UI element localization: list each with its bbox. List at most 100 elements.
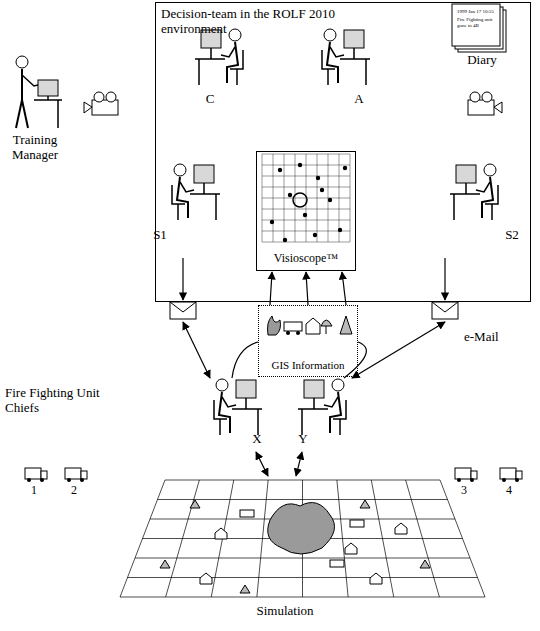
- arm: [324, 397, 338, 407]
- person-label: Training Manager: [2, 133, 68, 163]
- illustration-part: [80, 478, 84, 482]
- unit-number: 2: [68, 484, 80, 498]
- illustration-part: [27, 478, 31, 482]
- gis-arrow: [270, 272, 272, 305]
- icon-label: Diary: [462, 53, 502, 68]
- illustration-part: [106, 92, 116, 102]
- tree-icon: [190, 500, 200, 508]
- illustration-part: [303, 213, 307, 217]
- arm: [222, 397, 236, 407]
- info-box: GIS Information: [258, 305, 358, 377]
- illustration-part: [25, 468, 41, 479]
- illustration-part: [293, 193, 307, 207]
- arm: [476, 182, 490, 192]
- group-label: Fire Fighting Unit Chiefs: [5, 386, 125, 416]
- tree-icon: [160, 560, 170, 568]
- tree-icon: [340, 316, 352, 334]
- grid-line: [262, 209, 350, 210]
- video-camera: [468, 92, 502, 115]
- head: [484, 164, 496, 176]
- grid-line: [165, 480, 440, 481]
- grid-line: [262, 220, 350, 221]
- illustration-part: [515, 478, 519, 482]
- unit-number: 1: [28, 484, 40, 498]
- monitor: [236, 380, 256, 398]
- illustration-part: [316, 176, 320, 180]
- head: [229, 29, 241, 41]
- desk: [450, 183, 480, 220]
- illustration-part: [482, 92, 492, 102]
- fire-truck-icon: [65, 468, 87, 482]
- chair: [322, 50, 335, 85]
- grid-line: [262, 231, 350, 232]
- simulation-map: [120, 480, 485, 597]
- illustration-part: [328, 198, 332, 202]
- email-arrow: [183, 322, 210, 378]
- desk: [34, 96, 62, 128]
- truck-on-map: [350, 520, 364, 527]
- illustration-part: [455, 468, 471, 479]
- diary-icon: [452, 4, 506, 52]
- box-heading: Decision-team in the ROLF 2010 environme…: [161, 7, 336, 37]
- chair: [214, 400, 227, 435]
- illustration-part: [286, 331, 290, 335]
- illustration-part: [81, 471, 87, 479]
- illustration-part: [471, 471, 477, 479]
- illustration-part: [270, 220, 274, 224]
- truck-on-map: [330, 560, 344, 567]
- illustration-part: [516, 471, 522, 479]
- illustration-part: [343, 166, 347, 170]
- illustration-part: [288, 193, 292, 197]
- lens: [84, 102, 92, 113]
- diary-entry: Fire Fighting unit gone to 4B: [457, 17, 499, 29]
- envelope-icon: [170, 302, 196, 319]
- illustration-part: [338, 228, 342, 232]
- illustration-part: [278, 168, 282, 172]
- gis-arrow: [342, 272, 346, 305]
- person-label: S2: [500, 228, 524, 243]
- illustration-part: [284, 322, 302, 331]
- flap: [170, 302, 196, 312]
- gis-icons: [268, 316, 353, 335]
- person-label: Y: [296, 432, 310, 447]
- illustration-part: [40, 478, 44, 482]
- desk: [340, 48, 370, 85]
- house-icon: [370, 573, 382, 584]
- fire-truck-icon: [455, 468, 477, 482]
- arm: [330, 47, 344, 57]
- grid-line: [317, 154, 318, 242]
- unit-number: 3: [458, 484, 470, 498]
- illustration-part: [468, 100, 494, 115]
- seated-person: [214, 379, 262, 435]
- head: [16, 56, 28, 68]
- person-label: C: [203, 92, 217, 107]
- illustration-part: [94, 92, 104, 102]
- illustration-part: [470, 92, 480, 102]
- head: [216, 379, 228, 391]
- arm: [221, 47, 235, 57]
- tree-icon: [420, 560, 430, 568]
- house-icon: [395, 523, 407, 534]
- desk: [298, 398, 328, 435]
- figure-label: Simulation: [240, 604, 330, 619]
- person-label: S1: [148, 228, 172, 243]
- seated-person: [322, 29, 370, 85]
- tree-icon: [321, 320, 332, 334]
- illustration-part: [313, 233, 317, 237]
- desk: [195, 48, 225, 85]
- icon-label: e-Mail: [464, 330, 514, 345]
- monitor: [344, 30, 364, 48]
- control-arrow: [296, 452, 302, 476]
- desk: [190, 183, 220, 220]
- grid-line: [328, 154, 329, 242]
- monitor: [194, 165, 214, 183]
- house-icon: [200, 573, 212, 584]
- visioscope-map: [262, 154, 350, 242]
- display-box: Visioscope™: [256, 151, 356, 271]
- house-icon: [215, 528, 227, 539]
- fire-truck-icon: [500, 468, 522, 482]
- fire-icon: [268, 316, 281, 335]
- illustration-part: [41, 471, 47, 479]
